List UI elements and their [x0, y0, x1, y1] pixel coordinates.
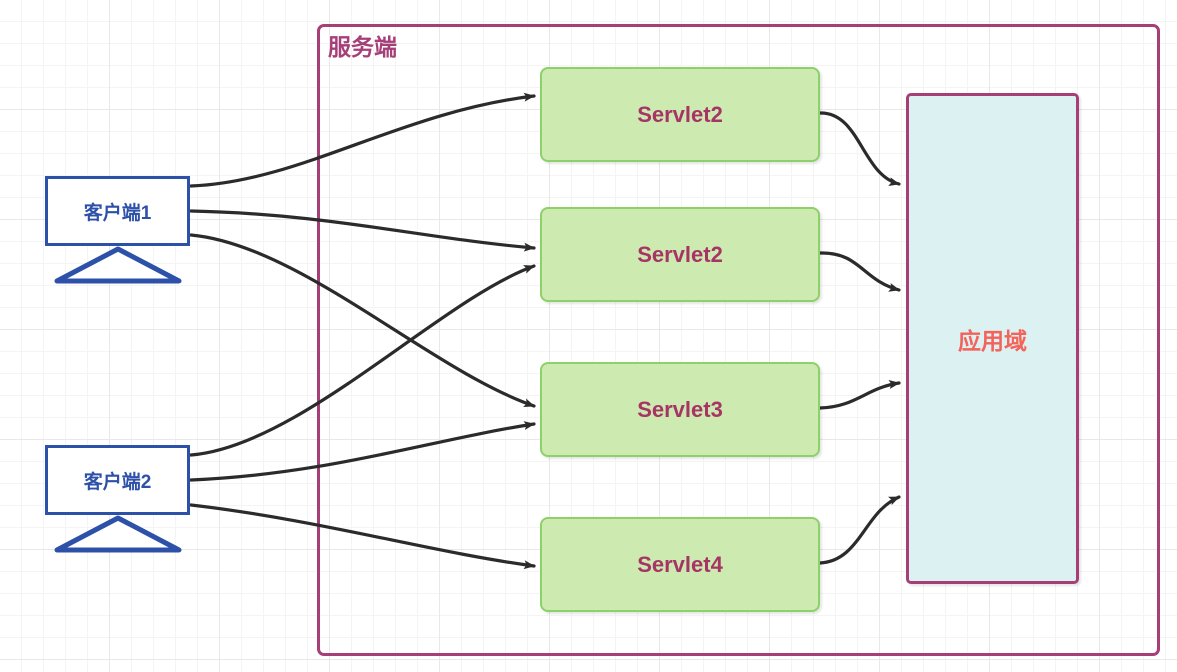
client2-screen: 客户端2: [45, 445, 190, 515]
server-container-title: 服务端: [328, 34, 397, 60]
node-servlet-c[interactable]: Servlet3: [540, 362, 820, 457]
client1-screen: 客户端1: [45, 176, 190, 246]
client1-label: 客户端1: [83, 202, 152, 224]
node-servlet-d[interactable]: Servlet4: [540, 517, 820, 612]
node-client2[interactable]: 客户端2: [45, 445, 190, 553]
client2-stand-icon: [54, 515, 182, 553]
servlet-c-label: Servlet3: [637, 396, 723, 422]
node-servlet-b[interactable]: Servlet2: [540, 207, 820, 302]
client2-label: 客户端2: [83, 471, 152, 493]
node-client1[interactable]: 客户端1: [45, 176, 190, 284]
node-servlet-a[interactable]: Servlet2: [540, 67, 820, 162]
node-app-scope[interactable]: 应用域: [906, 93, 1079, 584]
servlet-d-label: Servlet4: [637, 551, 723, 577]
servlet-a-label: Servlet2: [637, 101, 723, 127]
client1-stand-icon: [54, 246, 182, 284]
servlet-b-label: Servlet2: [637, 241, 723, 267]
app-scope-label: 应用域: [958, 327, 1027, 354]
